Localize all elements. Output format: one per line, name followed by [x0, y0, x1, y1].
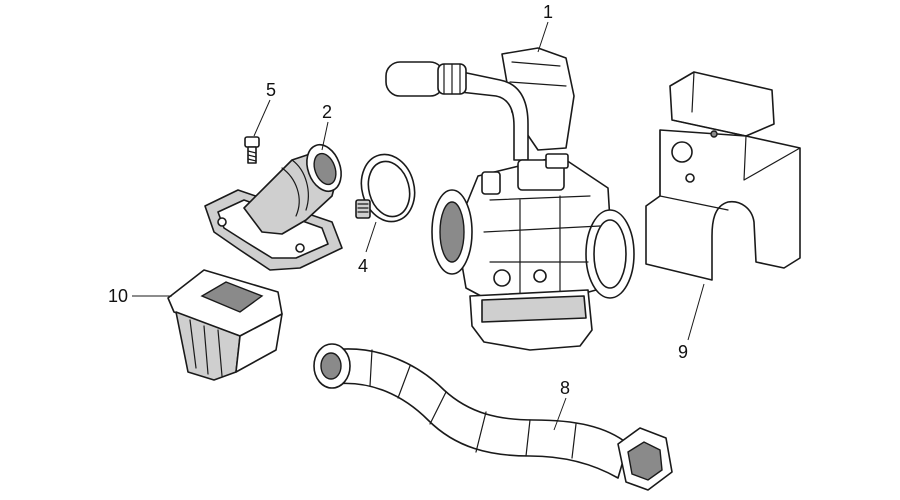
part-4-hose-clamp	[355, 153, 416, 223]
part-2-intake-manifold	[204, 143, 343, 271]
callout-10: 10	[108, 286, 128, 306]
callout-5: 5	[266, 80, 276, 100]
leader-4	[365, 221, 377, 253]
callout-2: 2	[322, 102, 332, 122]
part-8-hose	[313, 343, 673, 491]
part-5-bolt	[244, 136, 260, 164]
callout-9: 9	[678, 342, 688, 362]
callout-1: 1	[543, 2, 553, 22]
callout-4: 4	[358, 256, 368, 276]
leader-lines	[132, 21, 705, 431]
leader-9	[687, 283, 705, 341]
leader-8	[553, 397, 567, 431]
leader-5	[253, 99, 271, 137]
callout-8: 8	[560, 378, 570, 398]
part-1-carburetor	[385, 47, 635, 351]
leader-1	[537, 21, 549, 53]
part-10-reed-valve	[167, 269, 283, 381]
part-9-cover	[645, 71, 801, 281]
leader-2	[321, 121, 329, 151]
callout-labels: 1 2 4 5 8 9 10	[108, 2, 688, 398]
